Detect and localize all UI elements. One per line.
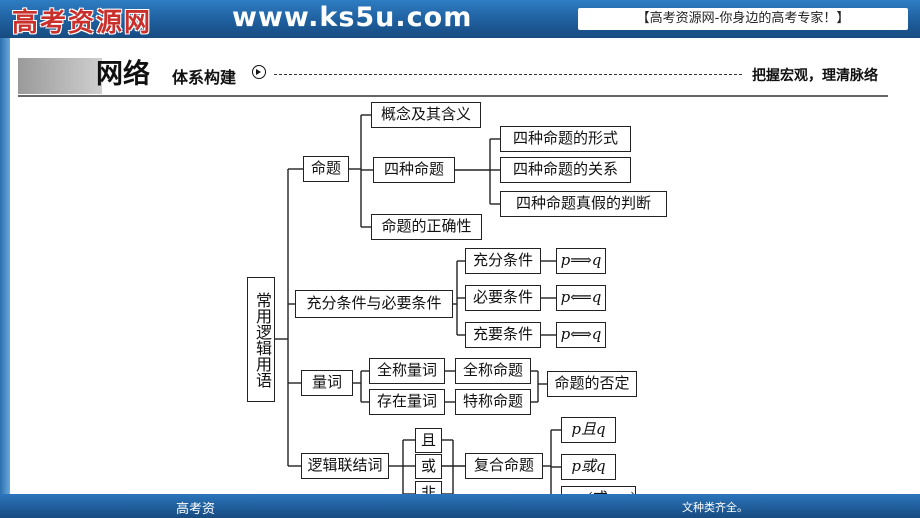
header-rule bbox=[18, 95, 888, 97]
section-header: 网络 体系构建 把握宏观，理清脉络 bbox=[12, 54, 888, 98]
node-form-or: p或q bbox=[561, 454, 616, 480]
node-four-kinds: 四种命题 bbox=[373, 157, 455, 183]
section-net-title: 网络 bbox=[96, 59, 150, 90]
footer-right-text: 文种类齐全。 bbox=[682, 501, 748, 514]
node-word-or: 或 bbox=[415, 454, 442, 479]
top-banner: 高考资源网 www.ks5u.com 【高考资源网-你身边的高考专家！】 bbox=[0, 0, 920, 38]
section-system-title: 体系构建 bbox=[172, 68, 237, 87]
section-gray-block bbox=[18, 58, 102, 94]
node-iff-symbol: p⟺q bbox=[556, 322, 606, 348]
node-connective: 逻辑联结词 bbox=[301, 453, 389, 479]
node-existential-prop: 特称命题 bbox=[455, 389, 531, 415]
node-four-kinds-form: 四种命题的形式 bbox=[500, 126, 631, 152]
node-proposition: 命题 bbox=[303, 156, 349, 182]
node-universal-prop: 全称命题 bbox=[455, 358, 531, 384]
node-concept: 概念及其含义 bbox=[371, 102, 481, 128]
node-form-and: p且q bbox=[561, 417, 616, 443]
bottom-banner: 高考资 文种类齐全。 bbox=[0, 494, 920, 518]
node-necessary: 必要条件 bbox=[465, 285, 541, 311]
node-sufficient: 充分条件 bbox=[465, 248, 541, 274]
node-quantifier: 量词 bbox=[301, 370, 353, 396]
node-sufficient-symbol: p⟹q bbox=[556, 248, 606, 274]
node-compound: 复合命题 bbox=[465, 453, 543, 479]
circled-arrow-icon bbox=[252, 65, 266, 79]
node-four-kinds-truth: 四种命题真假的判断 bbox=[500, 191, 667, 217]
node-correctness: 命题的正确性 bbox=[371, 214, 482, 240]
dashed-divider bbox=[274, 74, 742, 75]
left-side-bar bbox=[0, 38, 10, 508]
slogan-box: 【高考资源网-你身边的高考专家！】 bbox=[578, 8, 908, 30]
section-grasp-title: 把握宏观，理清脉络 bbox=[752, 68, 878, 84]
node-existential: 存在量词 bbox=[369, 389, 445, 415]
node-universal: 全称量词 bbox=[369, 358, 445, 384]
node-negation: 命题的否定 bbox=[547, 371, 637, 397]
node-root: 常用逻辑用语 bbox=[247, 277, 275, 402]
node-necessary-symbol: p⟸q bbox=[556, 285, 606, 311]
node-conditions: 充分条件与必要条件 bbox=[295, 290, 453, 318]
slogan-text: 【高考资源网-你身边的高考专家！】 bbox=[636, 11, 850, 26]
site-logo[interactable]: 高考资源网 bbox=[12, 8, 153, 38]
node-iff: 充要条件 bbox=[465, 322, 541, 348]
footer-left-text: 高考资 bbox=[176, 502, 216, 517]
node-four-kinds-relation: 四种命题的关系 bbox=[500, 157, 631, 183]
node-word-and: 且 bbox=[415, 428, 442, 453]
site-url[interactable]: www.ks5u.com bbox=[232, 2, 473, 33]
